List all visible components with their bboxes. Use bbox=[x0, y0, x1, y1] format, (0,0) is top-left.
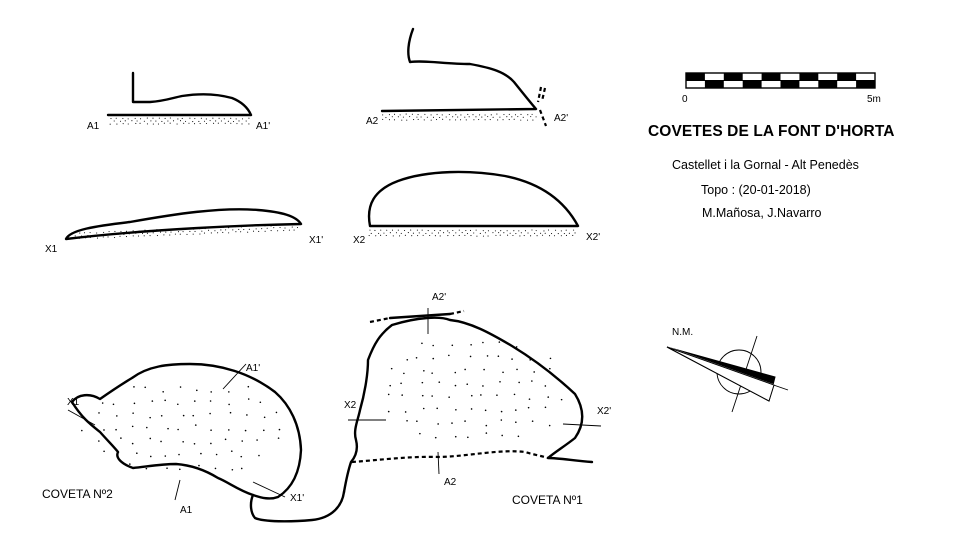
survey-title: COVETES DE LA FONT D'HORTA bbox=[648, 123, 895, 140]
plan-x2-right-label: X2' bbox=[597, 406, 612, 417]
scale-block bbox=[742, 80, 762, 88]
scale-block bbox=[686, 73, 705, 81]
plan-a2-top-label: A2' bbox=[432, 292, 447, 303]
section-x2-right-label: X2' bbox=[586, 232, 601, 243]
scale-block bbox=[799, 73, 819, 81]
plan-stipple bbox=[81, 385, 281, 471]
topo-date-text: Topo : (20-01-2018) bbox=[701, 183, 811, 197]
plan-x1-right-label: X1' bbox=[290, 493, 305, 504]
coveta-2-name: COVETA Nº2 bbox=[42, 487, 113, 501]
scale-block bbox=[856, 80, 875, 88]
floor-stipple bbox=[382, 113, 537, 121]
scale-start-label: 0 bbox=[682, 94, 688, 105]
section-a1 bbox=[106, 71, 253, 125]
plan-a1-top-label: A1' bbox=[246, 363, 261, 374]
section-x1 bbox=[64, 208, 303, 241]
section-a1-right-label: A1' bbox=[256, 121, 271, 132]
location-text: Castellet i la Gornal - Alt Penedès bbox=[672, 158, 859, 172]
plan-a1-bottom-label: A1 bbox=[180, 505, 193, 516]
scale-block bbox=[837, 73, 857, 81]
north-label: N.M. bbox=[672, 327, 694, 338]
floor-stipple bbox=[71, 223, 299, 240]
scale-bar bbox=[685, 72, 876, 89]
section-a1-left-label: A1 bbox=[87, 121, 100, 132]
scale-block bbox=[761, 73, 781, 81]
coveta-1-name: COVETA Nº1 bbox=[512, 493, 583, 507]
plan-coveta-2 bbox=[67, 362, 346, 523]
plan-x1-left-label: X1 bbox=[67, 397, 80, 408]
scale-block bbox=[723, 73, 743, 81]
section-a2-right-label: A2' bbox=[554, 113, 569, 124]
section-a2 bbox=[380, 27, 548, 127]
section-x1-right-label: X1' bbox=[309, 235, 324, 246]
north-arrow bbox=[666, 335, 789, 413]
plan-x2-left-label: X2 bbox=[344, 400, 357, 411]
section-a2-left-label: A2 bbox=[366, 116, 379, 127]
scale-block bbox=[818, 80, 838, 88]
floor-stipple bbox=[368, 229, 576, 237]
scale-end-label: 5m bbox=[867, 94, 881, 105]
plan-coveta-1 bbox=[342, 308, 602, 494]
scale-block bbox=[704, 80, 724, 88]
plan-a2-bottom-label: A2 bbox=[444, 477, 457, 488]
floor-stipple bbox=[109, 117, 250, 125]
section-x2 bbox=[367, 170, 580, 237]
authors-text: M.Mañosa, J.Navarro bbox=[702, 206, 822, 220]
section-x1-left-label: X1 bbox=[45, 244, 58, 255]
section-x2-left-label: X2 bbox=[353, 235, 366, 246]
plan-stipple bbox=[387, 341, 566, 439]
scale-block bbox=[780, 80, 800, 88]
